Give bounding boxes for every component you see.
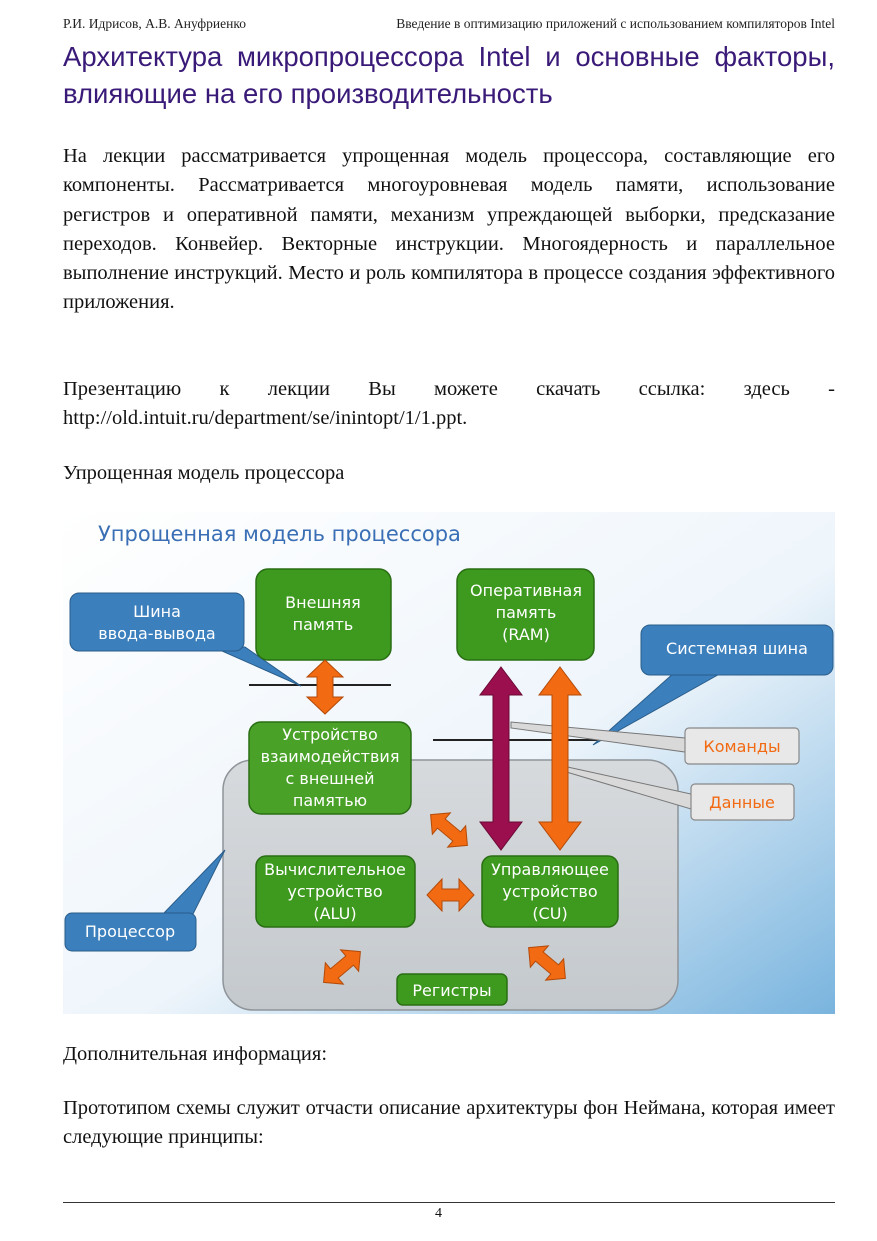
processor-model-diagram: Упрощенная модель процессора Шина ввода-… <box>63 512 835 1014</box>
header-authors: Р.И. Идрисов, А.В. Ануфриенко <box>63 16 246 31</box>
io-interaction-device-block: Устройство взаимодействия с внешней памя… <box>248 721 412 815</box>
alu-line1: Вычислительное <box>264 860 406 879</box>
cu-line2: устройство <box>502 882 597 901</box>
figure-caption: Упрощенная модель процессора <box>63 462 345 484</box>
io-bus-callout: Шина ввода-вывода <box>69 592 302 687</box>
cu-line3: (CU) <box>532 904 567 923</box>
alu-line2: устройство <box>287 882 382 901</box>
ram-data-arrow <box>538 666 582 851</box>
processor-callout: Процессор <box>64 849 226 952</box>
processor-label: Процессор <box>85 922 175 941</box>
external-memory-block: Внешняя память <box>255 568 392 661</box>
cu-block: Управляющее устройство (CU) <box>481 855 619 928</box>
external-memory-io-arrow <box>305 659 345 715</box>
footer-divider <box>63 1202 835 1203</box>
external-memory-line2: память <box>293 615 354 634</box>
alu-cu-arrow <box>426 877 475 913</box>
ram-line2: память <box>496 603 557 622</box>
io-device-line4: памятью <box>293 791 367 810</box>
alu-registers-arrow <box>323 949 361 985</box>
external-memory-line1: Внешняя <box>285 593 361 612</box>
commands-label: Команды <box>703 737 780 756</box>
io-device-line2: взаимодействия <box>261 747 400 766</box>
header-course-title: Введение в оптимизацию приложений с испо… <box>396 16 835 31</box>
data-box <box>690 783 795 821</box>
data-label: Данные <box>709 793 775 812</box>
chapter-title: Архитектура микропроцессора Intel и осно… <box>63 41 835 109</box>
intro-paragraph: На лекции рассматривается упрощенная мод… <box>63 145 835 314</box>
cu-registers-arrow <box>528 945 566 981</box>
additional-info-heading: Дополнительная информация: <box>63 1043 328 1065</box>
alu-line3: (ALU) <box>313 904 356 923</box>
system-bus-callout: Системная шина <box>592 624 834 746</box>
diagram-title: Упрощенная модель процессора <box>98 522 461 546</box>
io-bus-label-line1: Шина <box>133 602 181 621</box>
io-bus-label-line2: ввода-вывода <box>98 624 215 643</box>
io-device-line3: с внешней <box>286 769 375 788</box>
registers-label: Регистры <box>412 981 491 1000</box>
ram-line1: Оперативная <box>470 581 582 600</box>
ram-block: Оперативная память (RAM) <box>456 568 595 661</box>
ram-line3: (RAM) <box>502 625 550 644</box>
page-number: 4 <box>435 1206 442 1221</box>
io-device-line1: Устройство <box>282 725 378 744</box>
prototype-paragraph: Прототипом схемы служит отчасти описание… <box>63 1097 835 1149</box>
alu-block: Вычислительное устройство (ALU) <box>255 855 416 928</box>
ram-commands-arrow <box>479 666 523 851</box>
cu-line1: Управляющее <box>491 860 609 879</box>
page-header: Р.И. Идрисов, А.В. Ануфриенко Введение в… <box>63 16 835 36</box>
system-bus-label: Системная шина <box>666 639 808 658</box>
presentation-paragraph: Презентацию к лекции Вы можете скачать с… <box>63 378 835 430</box>
registers-block: Регистры <box>396 973 508 1006</box>
commands-box <box>684 727 800 765</box>
io-to-cu-arrow <box>430 812 468 848</box>
